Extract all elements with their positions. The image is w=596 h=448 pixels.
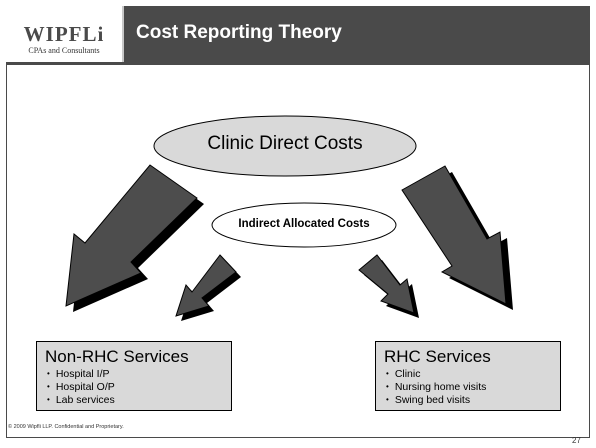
non-rhc-services-box: Non-RHC Services Hospital I/P Hospital O… [36,341,232,411]
frame-border-bottom [6,437,590,438]
clinic-direct-costs-ellipse [153,115,417,177]
header-rule [6,62,590,65]
arrow-large-left [65,164,204,312]
frame-border-left [6,6,7,438]
logo-tagline: CPAs and Consultants [28,46,100,55]
title-divider [122,6,124,62]
list-item: Nursing home visits [386,381,487,394]
list-item: Swing bed visits [386,394,486,407]
list-item: Lab services [47,394,115,407]
rhc-services-title: RHC Services [384,347,491,366]
list-item: Hospital I/P [47,368,115,381]
rhc-services-list: Clinic Nursing home visits Swing bed vis… [386,368,487,407]
page-number: 27 [572,436,581,445]
indirect-allocated-costs-ellipse [211,202,397,248]
non-rhc-services-list: Hospital I/P Hospital O/P Lab services [47,368,115,407]
page-title: Cost Reporting Theory [136,22,342,43]
frame-border-right [589,6,590,438]
indirect-allocated-costs-label: Indirect Allocated Costs [238,218,370,230]
non-rhc-services-title: Non-RHC Services [45,347,189,366]
copyright-footer: © 2009 Wipfli LLP. Confidential and Prop… [8,424,124,430]
list-item: Clinic [386,368,486,381]
rhc-services-box: RHC Services Clinic Nursing home visits … [375,341,561,411]
clinic-direct-costs-label: Clinic Direct Costs [207,133,363,154]
arrow-small-right [358,254,419,318]
title-band [122,6,590,62]
wipfli-logo: WIPFLi CPAs and Consultants [6,6,122,62]
arrow-large-right [401,165,513,310]
arrow-small-left [175,254,241,321]
list-item: Hospital O/P [47,381,115,394]
logo-wordmark: WIPFLi [23,22,105,46]
